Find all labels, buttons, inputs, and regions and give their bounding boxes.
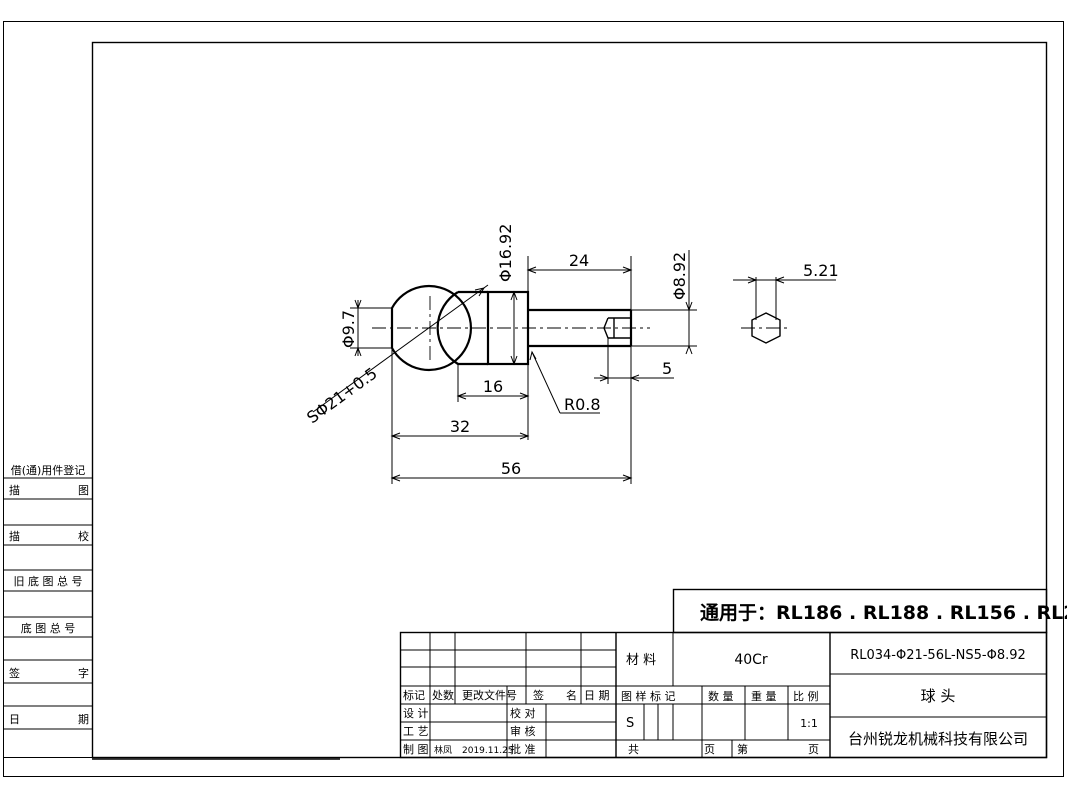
approve-label: 批 准 (510, 742, 536, 756)
registration-label: 借(通)用件登记 (11, 463, 86, 477)
rev-mark-header: 标记 (403, 688, 425, 702)
total-pages-label: 共 (628, 743, 639, 756)
hex-end-view (751, 312, 781, 344)
dim-shaft-diameter: Φ8.92 (670, 252, 689, 300)
rev-name-header: 名 (566, 688, 577, 702)
rev-sign-header: 签 (533, 688, 544, 702)
scale-value: 1:1 (800, 717, 818, 730)
material-label: 材 料 (626, 653, 656, 668)
dim-flat-diameter: Φ9.7 (339, 310, 358, 348)
proof-label: 校 对 (510, 706, 536, 720)
company-name: 台州锐龙机械科技有限公司 (848, 730, 1028, 748)
quantity-label: 数 量 (708, 690, 734, 703)
dim-sphere-diameter: SΦ21+0.5 (303, 364, 380, 428)
outer-border (3, 21, 1064, 777)
dim-shaft-length: 24 (569, 251, 589, 270)
title-block: 通用于：RL186 . RL188 . RL156 . RL238 标记 处数 … (399, 588, 1067, 759)
sphere-outline (390, 284, 473, 372)
rev-date-header: 日 期 (584, 689, 610, 702)
applicable-models: 通用于：RL186 . RL188 . RL156 . RL238 (700, 602, 1067, 624)
drawing-date: 2019.11.25 (462, 746, 514, 756)
drawing-number: RL034-Φ21-56L-NS5-Φ8.92 (850, 648, 1026, 663)
rev-doc-header: 更改文件号 (462, 688, 517, 702)
page-label-1: 页 (704, 743, 715, 756)
figure-label: 图 (78, 484, 89, 497)
signature-label-left: 签 (9, 666, 20, 680)
dim-neck-length: 16 (483, 377, 503, 396)
material-value: 40Cr (734, 652, 768, 668)
check-label: 校 (78, 529, 89, 543)
base-number-label: 底 图 总 号 (21, 621, 76, 635)
rev-count-header: 处数 (432, 689, 454, 702)
process-label: 工 艺 (403, 725, 429, 738)
dim-overall-length: 56 (501, 459, 521, 478)
review-label: 审 核 (510, 724, 536, 738)
sample-mark-value: S (626, 716, 634, 731)
page-label-2: 页 (808, 743, 819, 756)
hex-socket (603, 317, 632, 339)
trace-check-label: 描 (9, 529, 20, 543)
neck-cylinder (486, 290, 530, 366)
dim-neck-diameter: Φ16.92 (496, 224, 515, 282)
dim-hex-width: 5.21 (803, 261, 839, 280)
date-label-right: 期 (78, 713, 89, 726)
dim-hex-depth: 5 (662, 359, 672, 378)
dim-ball-to-shoulder: 32 (450, 417, 470, 436)
part-name: 球 头 (921, 687, 956, 705)
part-drawing: Φ16.92 24 Φ8.92 5.21 Φ9.7 SΦ21+0.5 (303, 224, 839, 484)
trace-label: 描 (9, 483, 20, 497)
design-label: 设 计 (403, 707, 429, 720)
left-registration-strip: 借(通)用件登记 描 图 描 校 旧 底 图 总 号 底 图 总 号 签 字 日… (3, 463, 92, 730)
signature-label-right: 字 (78, 666, 89, 680)
old-base-number-label: 旧 底 图 总 号 (14, 574, 83, 588)
date-label-left: 日 (9, 713, 20, 726)
draw-label: 制 图 (403, 743, 429, 756)
sheet-number-label: 第 (737, 742, 748, 756)
dim-radius: R0.8 (564, 395, 601, 414)
scale-label: 比 例 (793, 689, 819, 703)
weight-label: 重 量 (751, 689, 777, 703)
drafter-name: 林凤 (434, 744, 452, 756)
sample-mark-label: 图 样 标 记 (621, 689, 676, 703)
